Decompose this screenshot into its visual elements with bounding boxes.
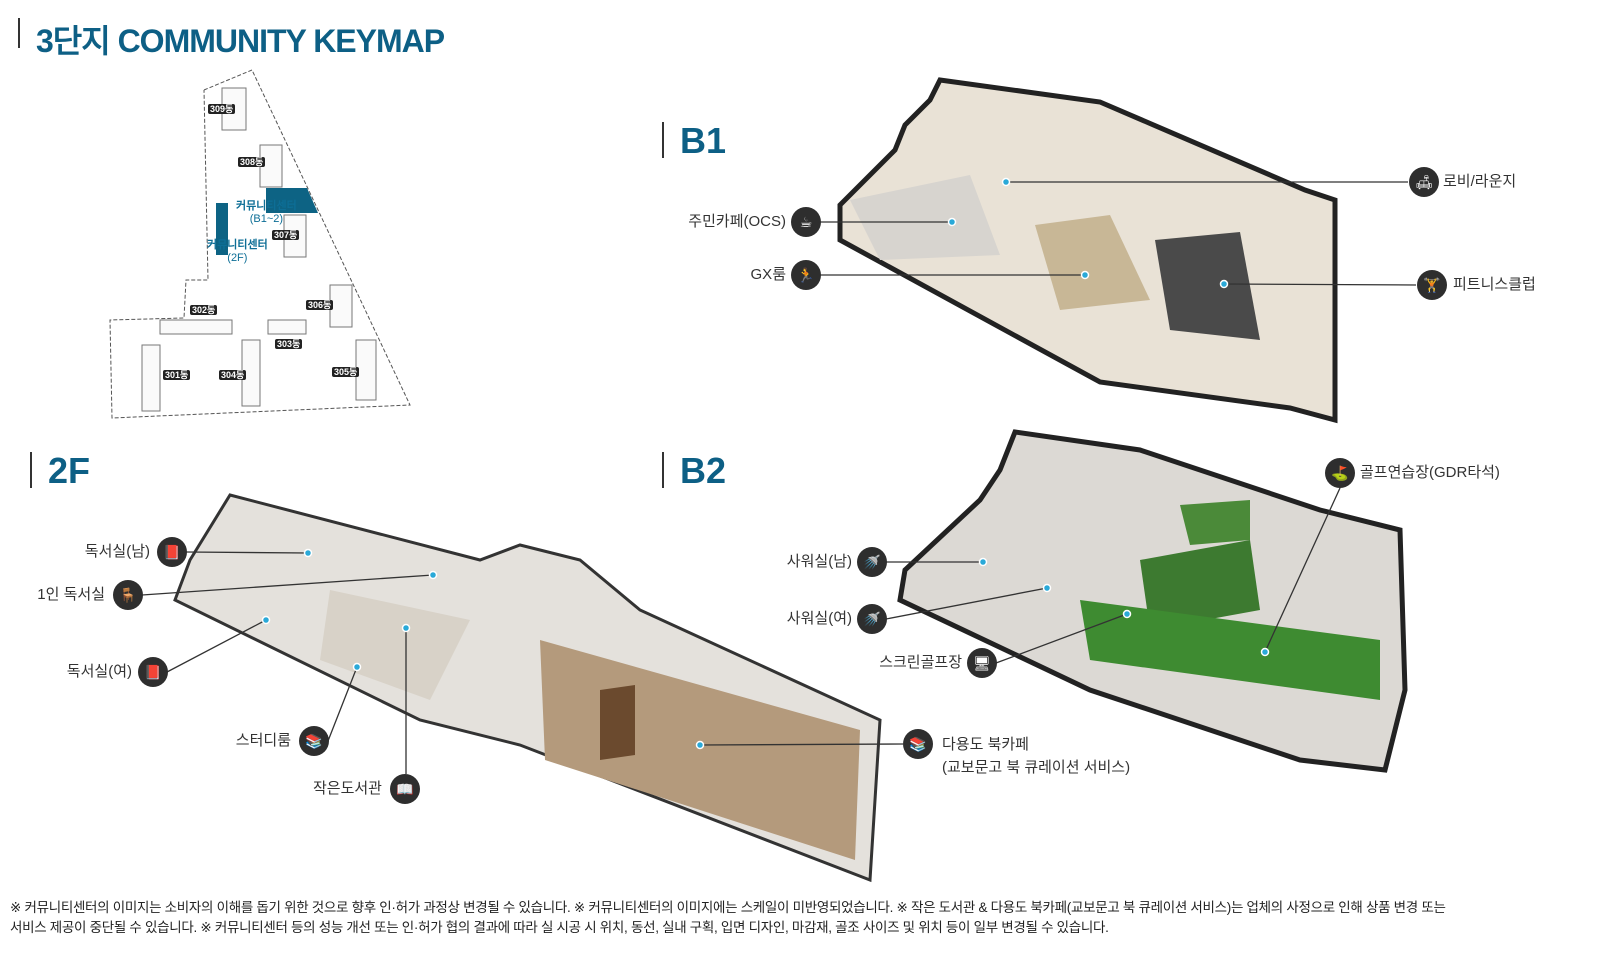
building-label: 307동 — [272, 230, 300, 240]
room-label-study: 스터디룸 — [235, 732, 291, 749]
floor-heading-b2: B2 — [680, 450, 727, 491]
b2-bar — [662, 452, 664, 488]
b1-bar — [662, 122, 664, 158]
book-icon: 📕 — [138, 657, 168, 687]
exercise-icon: 🏃 — [791, 260, 821, 290]
building-label: 301동 — [163, 370, 191, 380]
book-icon: 📕 — [157, 537, 187, 567]
community-center-2f-label: 커뮤니티센터(2F) — [207, 239, 268, 264]
golf-icon: ⛳ — [1325, 458, 1355, 488]
leader-lines — [141, 181, 1417, 774]
room-label-reading-m: 독서실(남) — [84, 543, 150, 560]
page-title: 3단지 COMMUNITY KEYMAP — [36, 23, 445, 59]
books-stack-icon: 📚 — [299, 726, 329, 756]
room-label-screen-golf: 스크린골프장 — [879, 654, 962, 671]
room-label-cafe: 주민카페(OCS) — [688, 213, 786, 230]
shower-icon: 🚿 — [857, 604, 887, 634]
community-center-2f-marker — [216, 203, 228, 255]
reader-icon: 🪑 — [113, 580, 143, 610]
building-label: 305동 — [332, 367, 360, 377]
floor-heading-2f: 2F — [48, 450, 91, 491]
building-label: 304동 — [219, 370, 247, 380]
room-label-fitness: 피트니스클럽 — [1453, 276, 1536, 293]
building-label: 303동 — [275, 339, 303, 349]
building-label: 302동 — [190, 305, 218, 315]
room-label-bookcafe-sub: (교보문고 북 큐레이션 서비스) — [942, 759, 1131, 776]
community-center-b-marker — [266, 188, 318, 213]
library-icon: 📖 — [390, 774, 420, 804]
building-label: 309동 — [208, 104, 236, 114]
room-label-library: 작은도서관 — [312, 780, 382, 797]
screen-golf-icon: 🖥 — [967, 648, 997, 678]
room-label-single-reading: 1인 독서실 — [37, 586, 105, 603]
disclaimer-notes: ※ 커뮤니티센터의 이미지는 소비자의 이해를 돕기 위한 것으로 향후 인·허… — [10, 898, 1590, 938]
coffee-icon: ☕ — [791, 207, 821, 237]
note-line: ※ 커뮤니티센터의 이미지는 소비자의 이해를 돕기 위한 것으로 향후 인·허… — [10, 900, 1446, 915]
building-label: 306동 — [306, 300, 334, 310]
room-label-lobby: 로비/라운지 — [1443, 173, 1517, 190]
room-label-shower-m: 사워실(남) — [786, 553, 852, 570]
room-label-golf: 골프연습장(GDR타석) — [1360, 464, 1500, 481]
lounge-icon: 🛋 — [1409, 167, 1439, 197]
2f-bar — [30, 452, 32, 488]
floor-heading-b1: B1 — [680, 120, 727, 161]
room-label-reading-f: 독서실(여) — [66, 663, 132, 680]
note-line: 서비스 제공이 중단될 수 있습니다. ※ 커뮤니티센터 등의 성능 개선 또는… — [10, 920, 1109, 935]
site-keymap — [109, 69, 411, 419]
shower-icon: 🚿 — [857, 547, 887, 577]
room-label-gx: GX룸 — [750, 266, 786, 283]
room-label-bookcafe: 다용도 북카페 — [942, 736, 1029, 753]
treadmill-icon: 🏋 — [1417, 270, 1447, 300]
community-center-b-label: 커뮤니티센터(B1~2) — [236, 200, 297, 225]
building-label: 308동 — [238, 157, 266, 167]
bookcafe-icon: 📚 — [903, 729, 933, 759]
room-label-shower-f: 사워실(여) — [786, 610, 852, 627]
title-bar — [18, 18, 20, 48]
